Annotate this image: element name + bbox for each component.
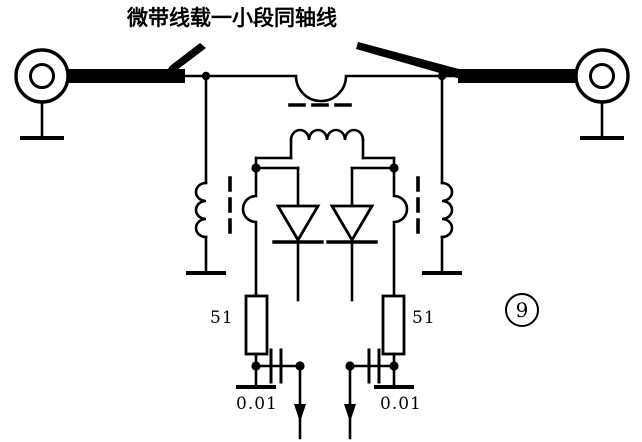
resistor-right-value-label: 51 [412,308,436,328]
rf-choke-right [422,181,462,275]
resistor-right [381,294,406,356]
diode-branch-left [254,166,300,207]
microstrip-coax-right [458,69,576,83]
right-bus-line [392,156,409,354]
resistor-left-value-label: 51 [210,308,234,328]
left-bus-line [241,156,258,354]
output-line-right [344,364,356,440]
junction-dot-cap-left [251,361,261,371]
capacitor-network-left [236,348,302,389]
detector-diode-right [326,204,378,302]
center-transformer-coil [254,128,396,160]
main-transmission-line [183,74,460,103]
rf-choke-left [186,181,226,275]
capacitor-right-value-label: 0.01 [380,394,422,414]
capacitor-left-value-label: 0.01 [236,394,278,414]
detector-diode-left [272,204,324,302]
leader-arrow-right [356,42,483,82]
diode-branch-right [350,166,396,207]
coaxial-connector-left-icon [14,48,70,140]
figure-title: 微带线载一小段同轴线 [127,6,337,30]
microstrip-coax-left [68,69,185,83]
coaxial-connector-right-icon [574,48,630,140]
capacitor-network-right [348,348,414,389]
figure-number-badge: 9 [505,293,539,327]
junction-dot-cap-right [389,361,399,371]
resistor-left [244,294,269,356]
output-line-left [294,364,306,440]
